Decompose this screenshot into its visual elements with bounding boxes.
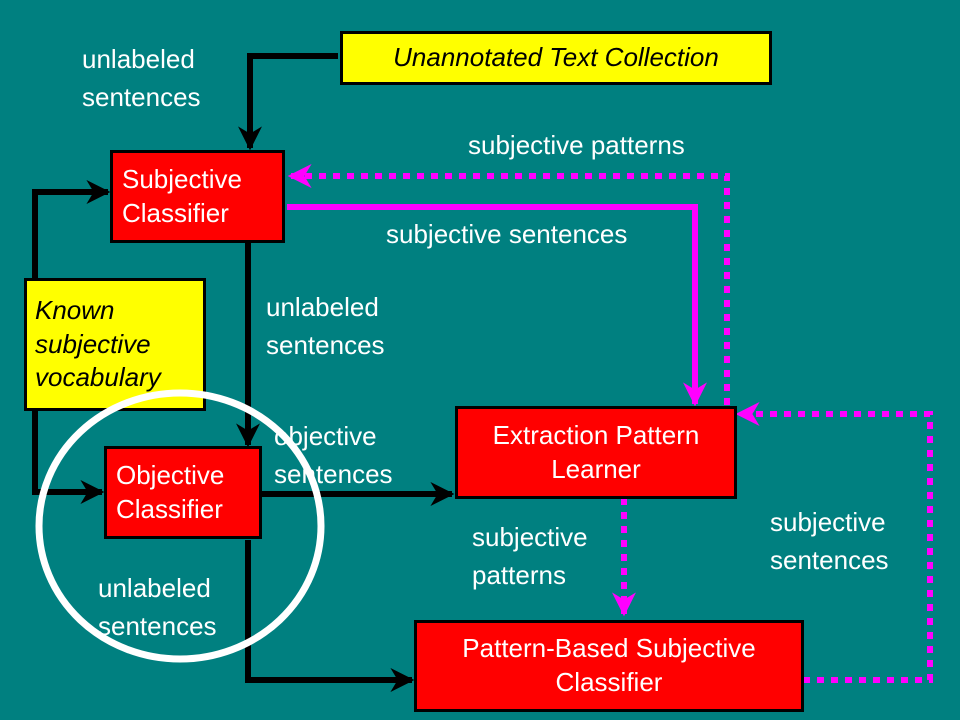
extraction-pattern-learner-box: Extraction Pattern Learner — [455, 406, 737, 499]
unannotated-text-collection-box: Unannotated Text Collection — [340, 31, 772, 85]
label-objective-sentences: objective sentences — [274, 421, 393, 489]
label-unlabeled-sentences-bottom: unlabeled sentences — [98, 573, 217, 641]
arrow-learner-patterns-to-subjective — [287, 164, 730, 405]
arrow-collection-to-subjective — [238, 53, 338, 151]
pattern-based-classifier-label: Pattern-Based Subjective Classifier — [462, 633, 756, 697]
objective-classifier-box: Objective Classifier — [104, 446, 262, 539]
label-subjective-sentences-mid: subjective sentences — [386, 219, 628, 249]
arrow-subjective-sentences-to-learner — [287, 204, 707, 407]
arrow-vocab-to-objective — [32, 405, 105, 504]
label-unlabeled-sentences-mid: unlabeled sentences — [266, 292, 385, 360]
known-vocabulary-box: Known subjective vocabulary — [24, 278, 206, 411]
pattern-based-classifier-box: Pattern-Based Subjective Classifier — [414, 620, 804, 712]
subjective-classifier-label: Subjective Classifier — [122, 163, 242, 228]
label-subjective-sentences-right: subjective sentences — [770, 507, 889, 575]
label-subjective-patterns-top: subjective patterns — [468, 130, 685, 160]
known-vocabulary-label: Known subjective vocabulary — [35, 294, 161, 393]
subjective-classifier-box: Subjective Classifier — [110, 150, 285, 243]
unannotated-text-collection-label: Unannotated Text Collection — [393, 42, 719, 73]
label-unlabeled-sentences-top: unlabeled sentences — [82, 44, 201, 112]
label-subjective-patterns-low: subjective patterns — [472, 522, 588, 590]
arrow-objective-to-pattern-classifier — [245, 540, 415, 692]
arrow-vocab-to-subjective — [32, 180, 111, 300]
extraction-pattern-learner-label: Extraction Pattern Learner — [492, 419, 700, 484]
objective-classifier-label: Objective Classifier — [116, 459, 225, 524]
